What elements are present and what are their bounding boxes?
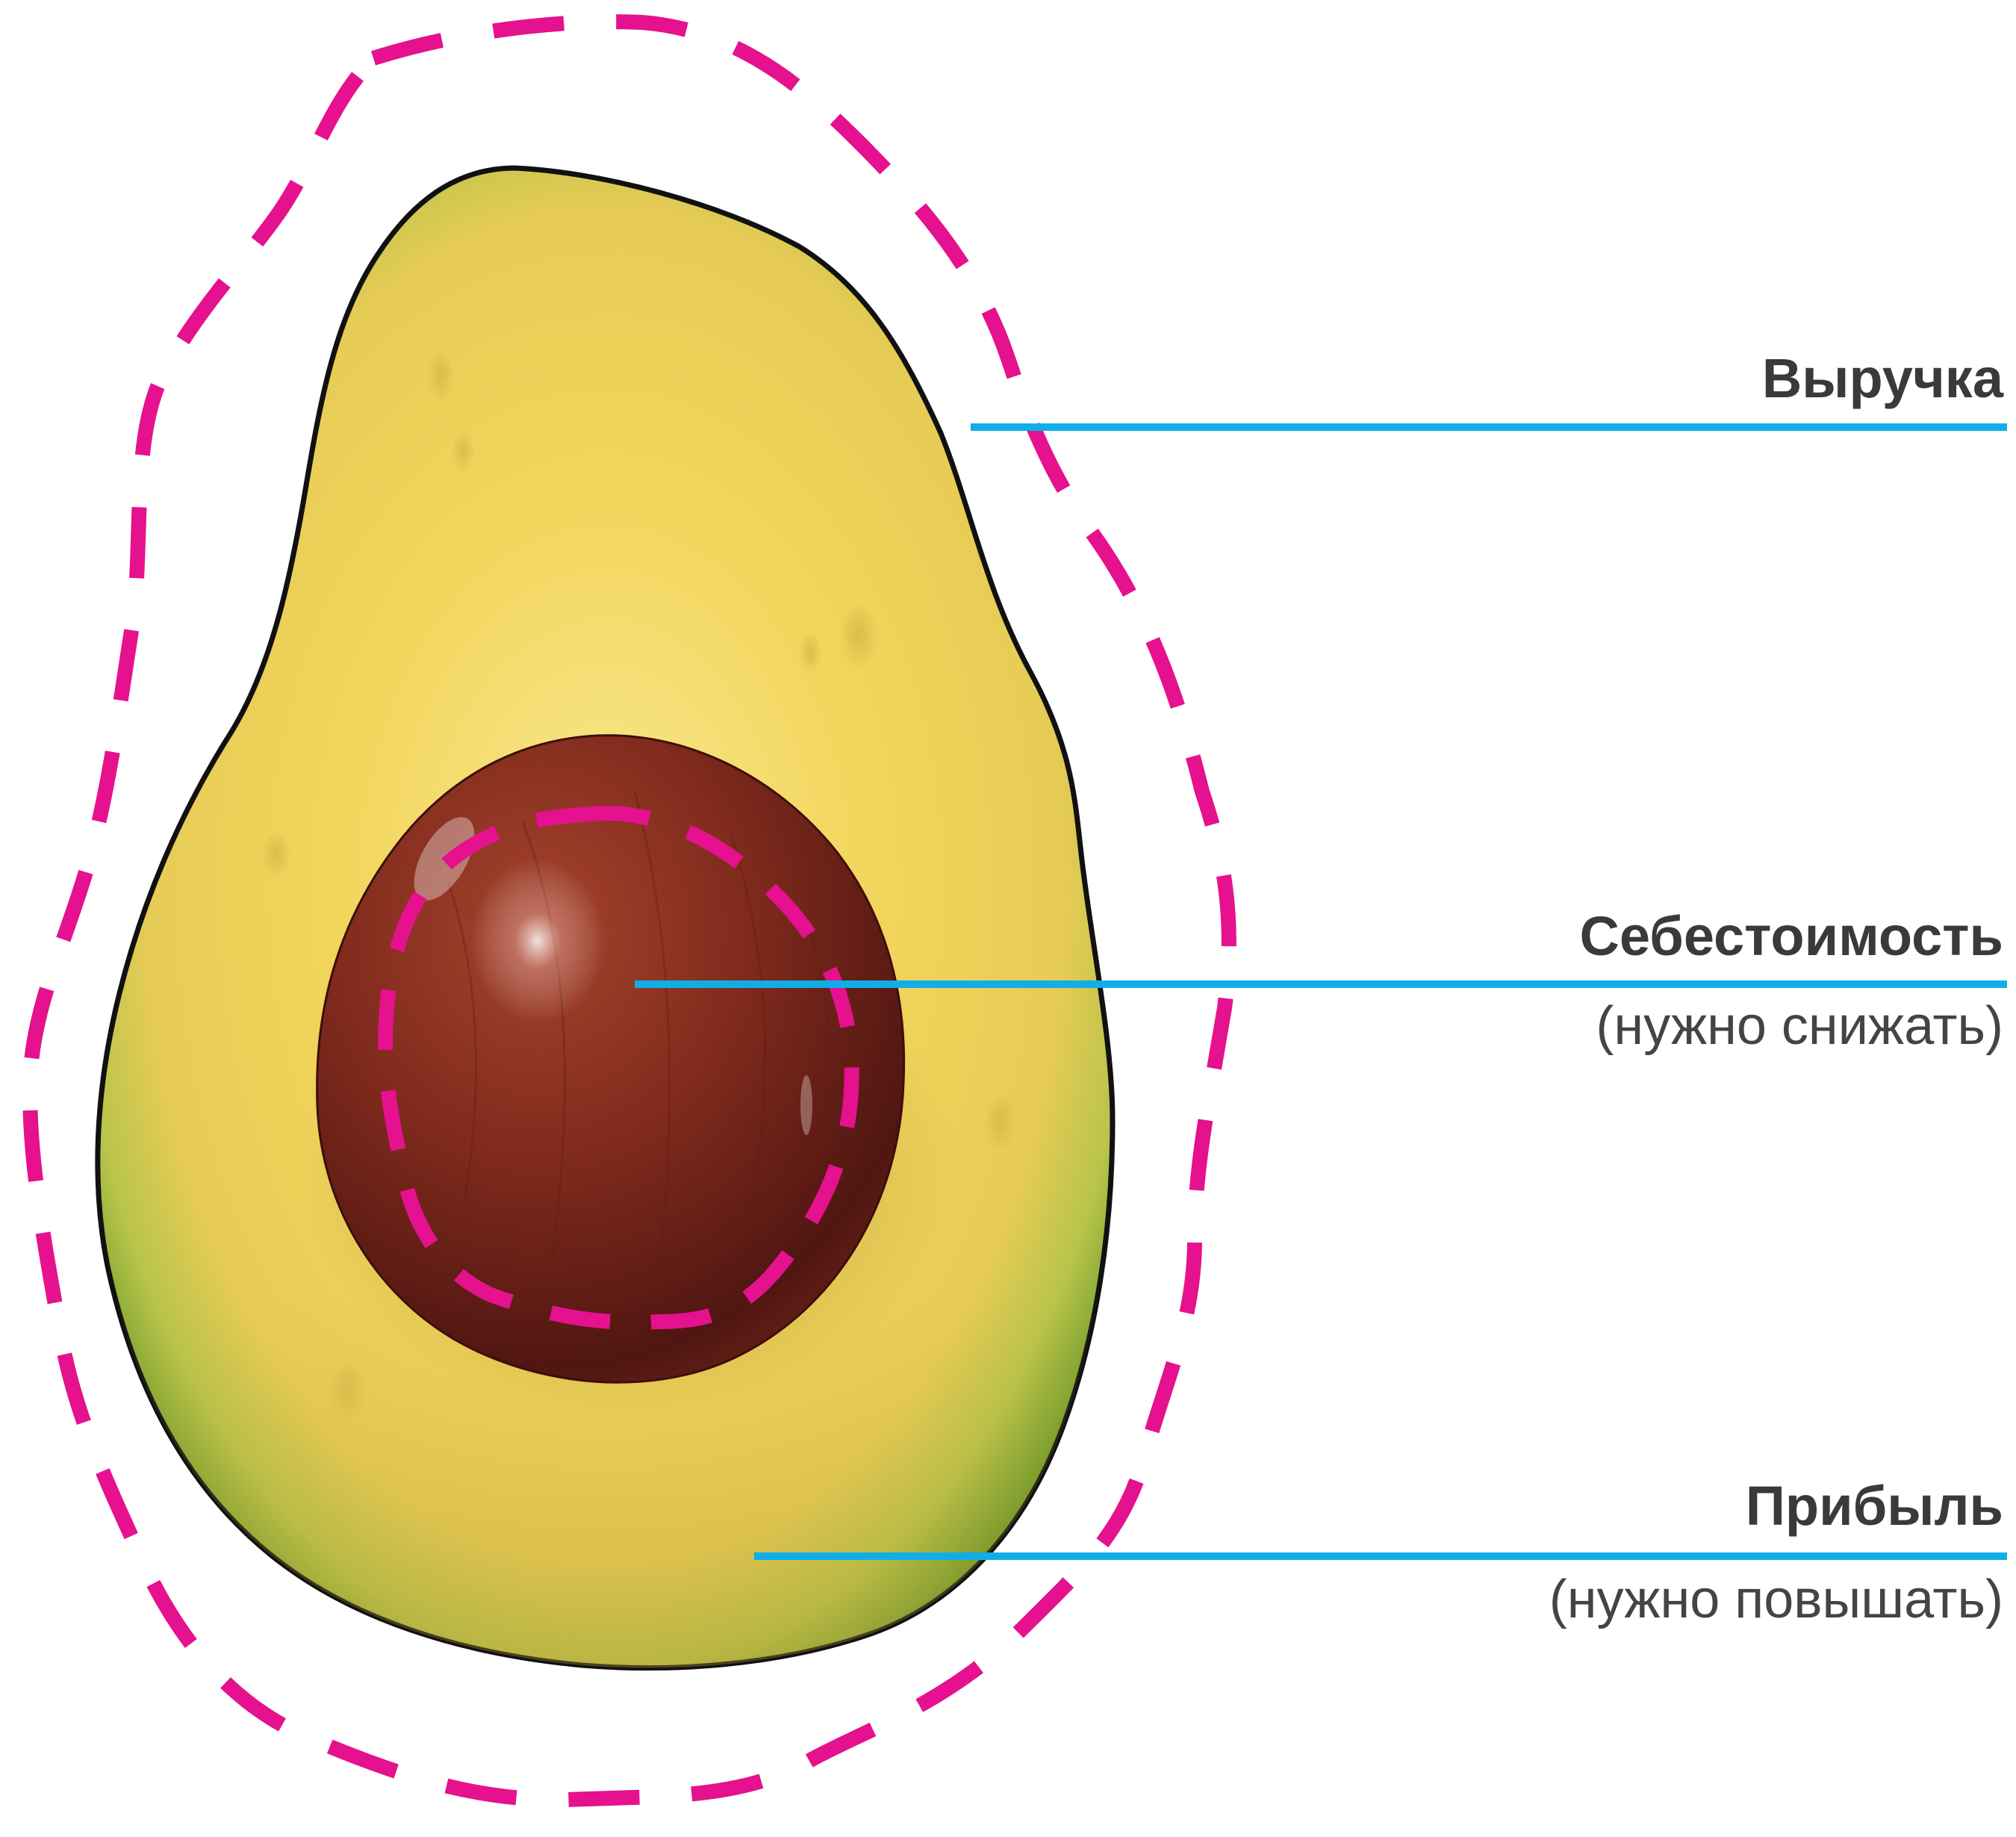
cost-note: (нужно снижать) xyxy=(1596,995,2003,1057)
revenue-label: Выручка xyxy=(1762,347,2003,410)
avocado-half-icon xyxy=(98,168,1113,1668)
profit-note: (нужно повышать) xyxy=(1549,1568,2003,1631)
avocado-pit xyxy=(317,736,904,1383)
profit-label: Прибыль xyxy=(1746,1475,2003,1538)
cost-label: Себестоимость xyxy=(1579,905,2003,968)
